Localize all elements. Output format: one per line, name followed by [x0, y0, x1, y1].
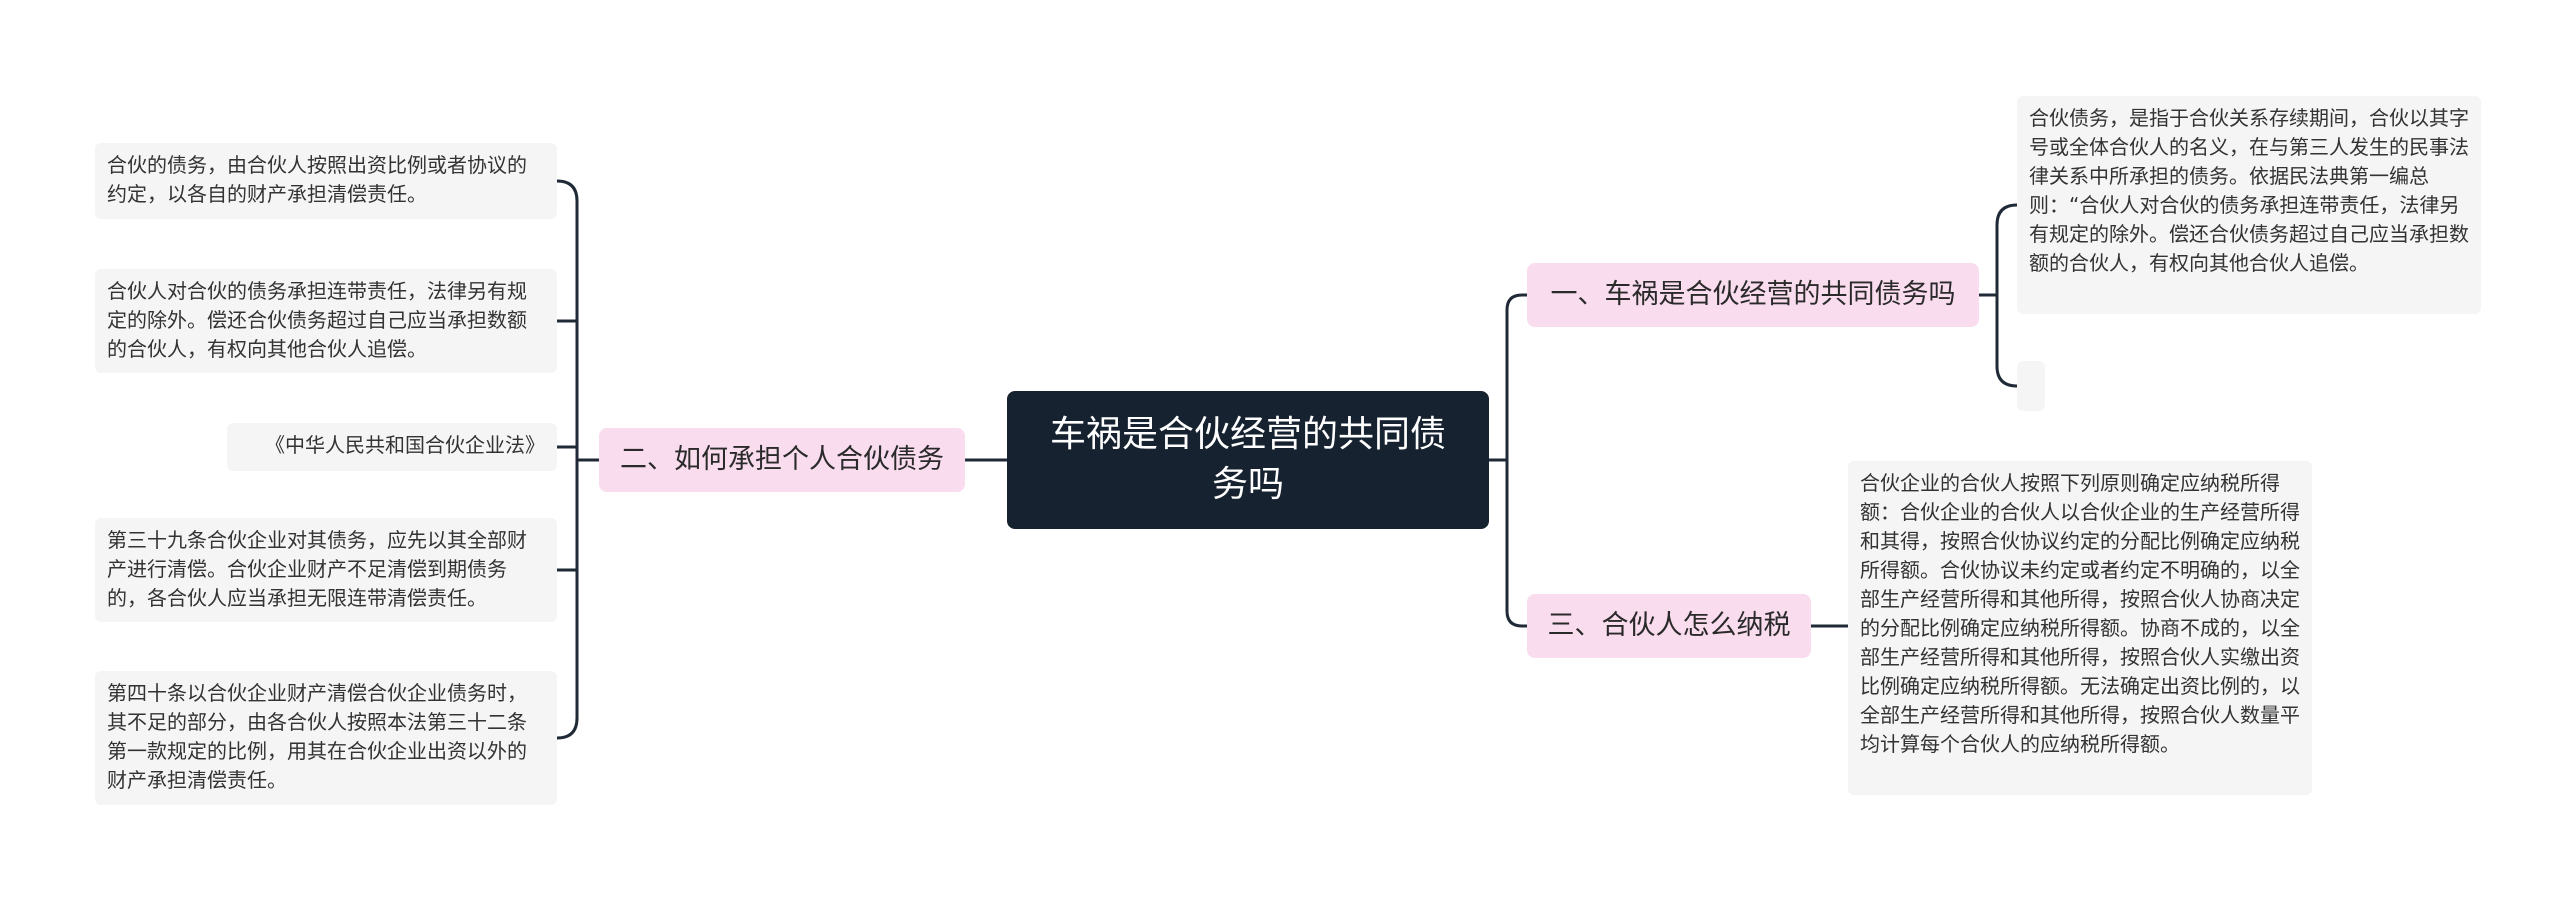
leaf-topic-2-1-text: 合伙的债务，由合伙人按照出资比例或者协议的约定，以各自的财产承担清偿责任。 [107, 153, 527, 206]
branch-topic-2-label: 二、如何承担个人合伙债务 [620, 444, 944, 475]
leaf-topic-1-1-text: 合伙债务，是指于合伙关系存续期间，合伙以其字号或全体合伙人的名义，在与第三人发生… [2029, 106, 2469, 275]
leaf-topic-2-2[interactable]: 合伙人对合伙的债务承担连带责任，法律另有规定的除外。偿还合伙债务超过自己应当承担… [95, 269, 557, 373]
connector-b2-bracket [555, 179, 579, 740]
leaf-topic-1-1[interactable]: 合伙债务，是指于合伙关系存续期间，合伙以其字号或全体合伙人的名义，在与第三人发生… [2017, 96, 2481, 314]
connector-b1-bracket [1995, 203, 2019, 388]
root-topic-label: 车祸是合伙经营的共同债务吗 [1049, 414, 1446, 505]
leaf-topic-2-5-text: 第四十条以合伙企业财产清偿合伙企业债务时，其不足的部分，由各合伙人按照本法第三十… [107, 681, 527, 792]
leaf-topic-2-3[interactable]: 《中华人民共和国合伙企业法》 [227, 423, 557, 471]
branch-topic-1-label: 一、车祸是合伙经营的共同债务吗 [1550, 279, 1956, 310]
branch-topic-1[interactable]: 一、车祸是合伙经营的共同债务吗 [1527, 263, 1979, 327]
leaf-topic-2-2-text: 合伙人对合伙的债务承担连带责任，法律另有规定的除外。偿还合伙债务超过自己应当承担… [107, 279, 527, 361]
leaf-topic-1-2-empty[interactable] [2017, 361, 2045, 411]
leaf-topic-2-4-text: 第三十九条合伙企业对其债务，应先以其全部财产进行清偿。合伙企业财产不足清偿到期债… [107, 528, 527, 610]
connector-right-trunk [1505, 293, 1529, 628]
branch-topic-2[interactable]: 二、如何承担个人合伙债务 [599, 428, 965, 492]
leaf-topic-2-1[interactable]: 合伙的债务，由合伙人按照出资比例或者协议的约定，以各自的财产承担清偿责任。 [95, 143, 557, 219]
leaf-topic-2-4[interactable]: 第三十九条合伙企业对其债务，应先以其全部财产进行清偿。合伙企业财产不足清偿到期债… [95, 518, 557, 622]
branch-topic-3[interactable]: 三、合伙人怎么纳税 [1527, 594, 1811, 658]
leaf-topic-2-5[interactable]: 第四十条以合伙企业财产清偿合伙企业债务时，其不足的部分，由各合伙人按照本法第三十… [95, 671, 557, 805]
leaf-topic-3-1-text: 合伙企业的合伙人按照下列原则确定应纳税所得额：合伙企业的合伙人以合伙企业的生产经… [1860, 471, 2300, 756]
root-topic[interactable]: 车祸是合伙经营的共同债务吗 [1007, 391, 1489, 529]
branch-topic-3-label: 三、合伙人怎么纳税 [1547, 610, 1791, 641]
leaf-topic-2-3-text: 《中华人民共和国合伙企业法》 [265, 433, 545, 457]
leaf-topic-3-1[interactable]: 合伙企业的合伙人按照下列原则确定应纳税所得额：合伙企业的合伙人以合伙企业的生产经… [1848, 461, 2312, 795]
